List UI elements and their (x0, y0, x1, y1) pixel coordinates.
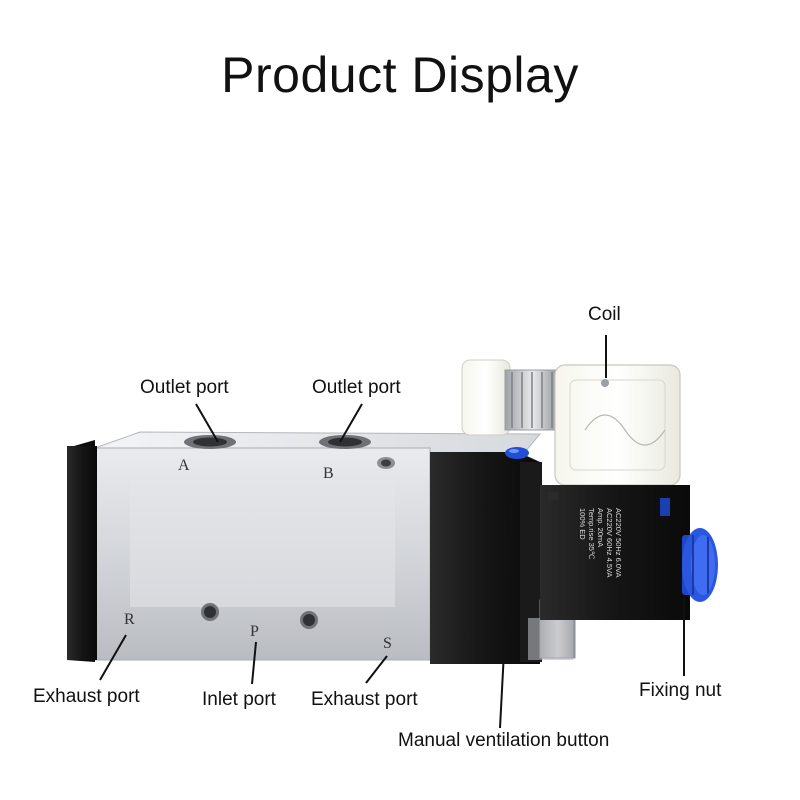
port-letter-r: R (124, 611, 135, 628)
leader-line-exhaust-r (99, 634, 127, 681)
leader-line-outlet-b (339, 403, 363, 443)
coil-assembly: AC220V 50Hz 6.0VA AC220V 60Hz 4.5VA Amp.… (461, 359, 690, 620)
coil-spec-3: Temp.rise 35℃ (587, 508, 596, 560)
label-exhaust-port-r: Exhaust port (33, 686, 140, 707)
leader-lines (99, 335, 685, 729)
leader-line-manual-button (499, 459, 515, 729)
leader-line-inlet (251, 641, 257, 685)
label-fixing-nut: Fixing nut (639, 680, 722, 701)
label-exhaust-port-s: Exhaust port (311, 689, 418, 710)
leader-line-outlet-a (195, 403, 219, 443)
port-letter-b: B (323, 465, 334, 482)
coil-spec-0: AC220V 50Hz 6.0VA (614, 508, 623, 578)
page-title: Product Display (221, 47, 579, 103)
port-letter-s: S (383, 635, 392, 652)
label-inlet-port: Inlet port (202, 689, 276, 710)
port-letter-p: P (250, 623, 259, 640)
manual-button-highlight (509, 449, 519, 453)
label-manual-ventilation-button: Manual ventilation button (398, 730, 610, 751)
left-end-cap (67, 440, 97, 662)
manual-ventilation-button[interactable] (505, 447, 529, 459)
valve-body (94, 431, 542, 661)
label-outlet-port-b: Outlet port (312, 377, 401, 398)
coil-spec-2: Amp. 20mA (596, 508, 605, 547)
label-outlet-port-a: Outlet port (140, 377, 229, 398)
label-coil: Coil (588, 304, 621, 325)
coil-spec-4: 100% ED (578, 508, 587, 540)
coil-spec-1: AC220V 60Hz 4.5VA (605, 508, 614, 578)
fixing-nut[interactable] (682, 528, 718, 602)
port-letter-a: A (178, 457, 190, 474)
leader-line-exhaust-s (365, 655, 388, 684)
